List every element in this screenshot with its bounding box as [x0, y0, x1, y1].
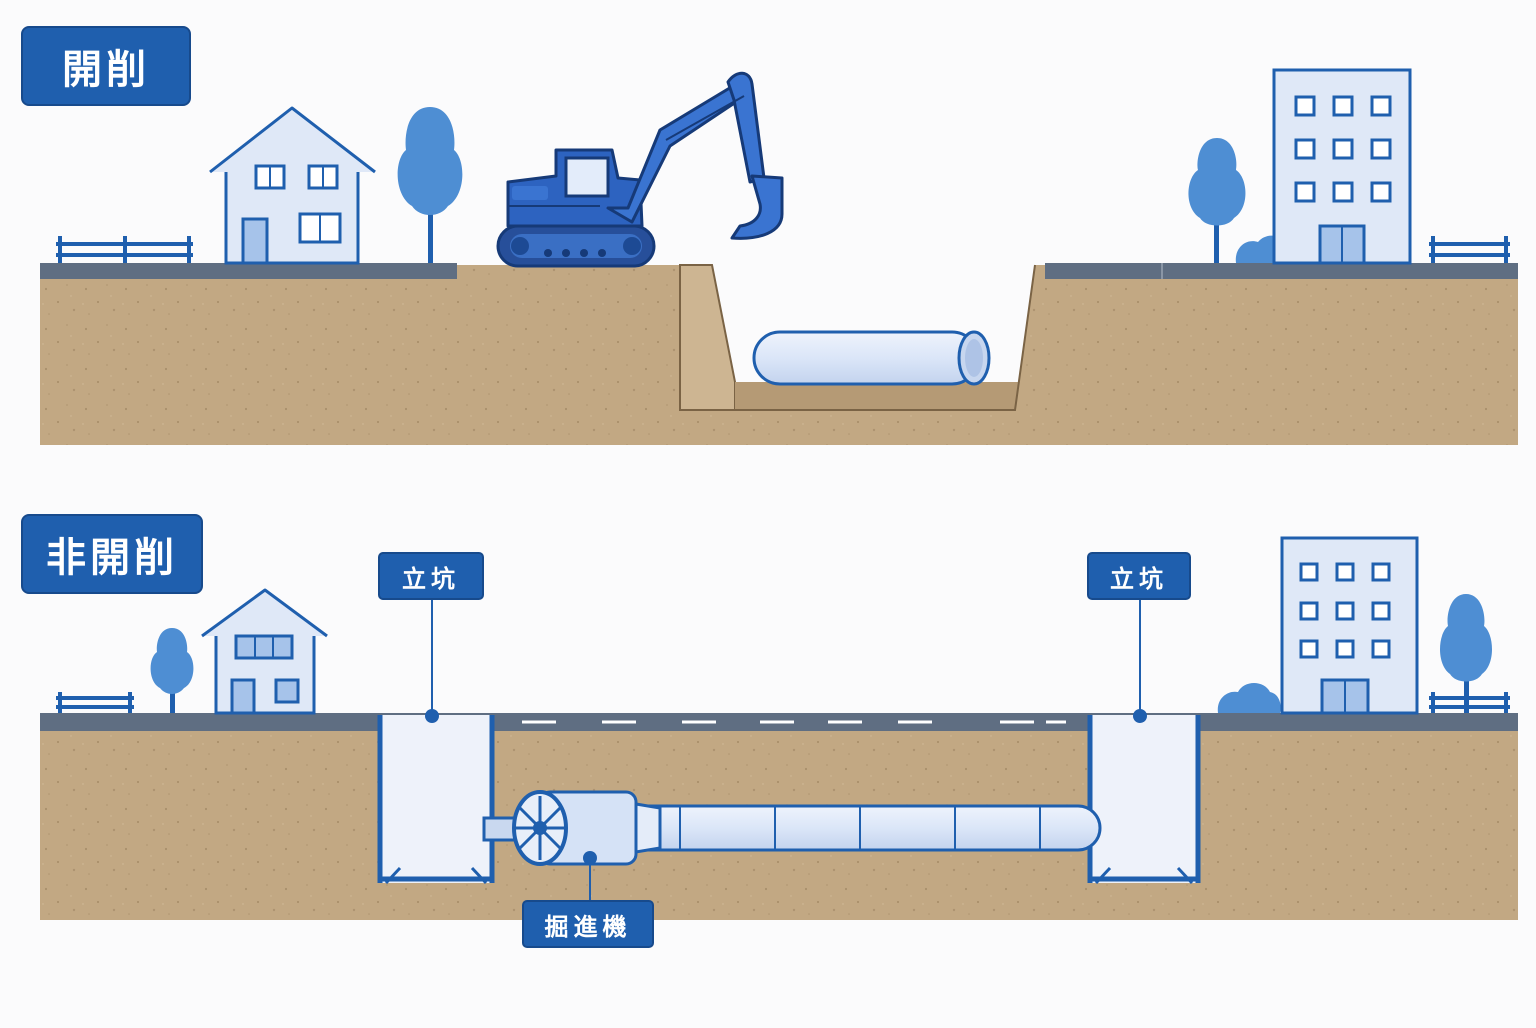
trench-outline — [679, 264, 1036, 411]
shaft-left-label: 立坑 — [378, 552, 484, 600]
trench-bedding — [735, 382, 1018, 410]
label-leaders — [431, 600, 1141, 902]
fence-right — [1429, 236, 1510, 263]
fence-left — [56, 692, 134, 713]
tree-icon — [1188, 138, 1246, 263]
open-cut-ground — [40, 265, 1518, 445]
road-left — [40, 263, 457, 279]
shaft-left — [377, 709, 495, 885]
excavator-icon — [496, 71, 784, 268]
fence-left — [56, 236, 193, 263]
tunneling-machine-label: 掘進機 — [522, 900, 654, 948]
shaft-right-label: 立坑 — [1087, 552, 1191, 600]
trenchless-section — [40, 536, 1518, 920]
road-right — [1045, 263, 1518, 279]
house-icon — [201, 588, 328, 715]
tree-icon — [397, 107, 463, 263]
open-cut-title: 開削 — [21, 26, 191, 106]
trench-left-slope — [679, 264, 736, 411]
shaft-right — [1087, 709, 1201, 885]
pipe-in-trench — [752, 330, 991, 386]
building-icon — [1280, 536, 1419, 715]
tunneling-machine-icon — [482, 790, 662, 866]
building-icon — [1272, 68, 1412, 265]
tree-icon — [150, 628, 194, 713]
tree-icon — [1440, 594, 1492, 713]
house-icon — [209, 106, 376, 265]
bush-icon — [1217, 683, 1281, 713]
fence-right — [1429, 692, 1510, 713]
open-cut-section — [40, 68, 1518, 445]
jacking-pipe — [558, 804, 1102, 852]
trenchless-title: 非開削 — [21, 514, 203, 594]
